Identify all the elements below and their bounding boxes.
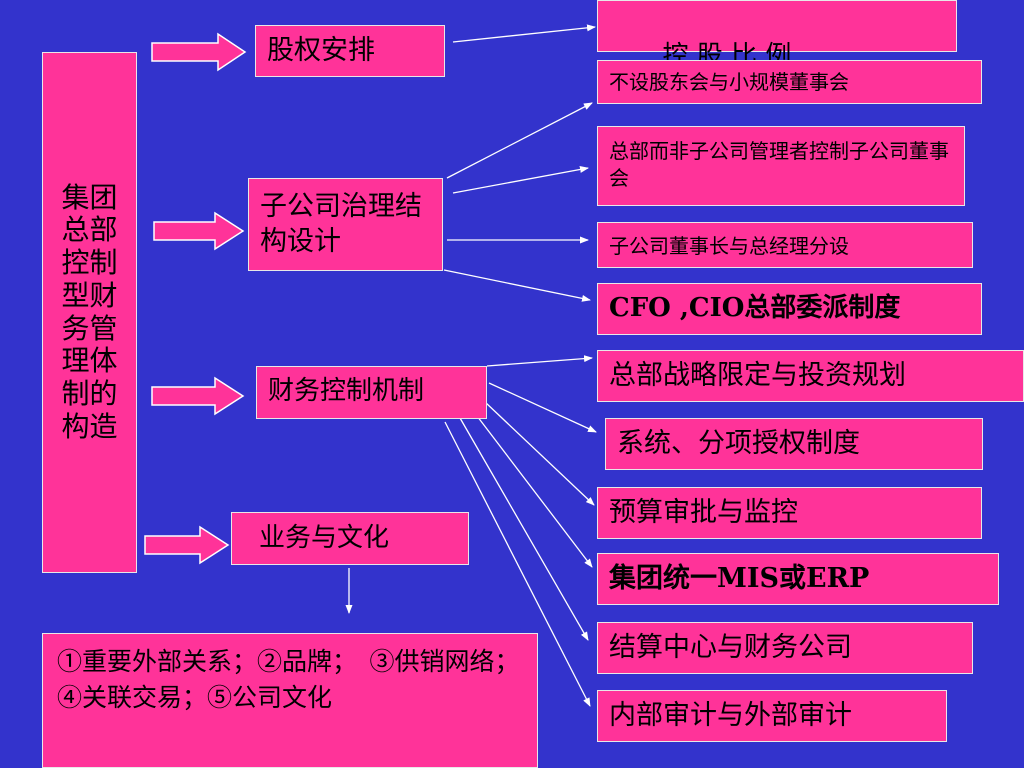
category-governance-label: 子公司治理结构设计 <box>260 191 422 258</box>
category-equity-box: 股权安排 <box>255 25 445 77</box>
block-arrow-business <box>144 525 230 565</box>
governance-item-1-label: 不设股东会与小规模董事会 <box>609 70 849 94</box>
category-finance-box: 财务控制机制 <box>256 366 487 419</box>
governance-item-4-label: CFO ,CIO总部委派制度 <box>609 293 901 323</box>
category-business-label: 业务与文化 <box>259 523 390 553</box>
block-arrow-governance <box>153 211 245 251</box>
finance-item-5-label: 结算中心与财务公司 <box>609 632 852 663</box>
governance-item-3-label: 子公司董事长与总经理分设 <box>609 234 849 258</box>
connector-governance-4 <box>443 269 591 302</box>
finance-item-4: 集团统一MIS或ERP <box>597 553 999 605</box>
block-arrow-finance <box>151 376 245 416</box>
category-governance-box: 子公司治理结构设计 <box>248 178 443 271</box>
finance-item-6: 内部审计与外部审计 <box>597 690 947 742</box>
finance-item-3-label: 预算审批与监控 <box>609 497 798 528</box>
governance-item-1: 不设股东会与小规模董事会 <box>597 60 982 104</box>
governance-item-2: 总部而非子公司管理者控制子公司董事会 <box>597 126 965 206</box>
connector-finance-4 <box>473 411 593 568</box>
connector-finance-3 <box>484 401 595 506</box>
finance-item-2-label: 系统、分项授权制度 <box>617 428 860 459</box>
category-finance-label: 财务控制机制 <box>268 376 425 406</box>
category-business-box: 业务与文化 <box>231 512 469 565</box>
category-equity-label: 股权安排 <box>267 35 375 66</box>
finance-item-3: 预算审批与监控 <box>597 487 982 539</box>
finance-item-6-label: 内部审计与外部审计 <box>609 700 852 731</box>
connector-finance-5 <box>459 417 589 641</box>
business-detail-text: ①重要外部关系；②品牌； ③供销网络； ④关联交易；⑤公司文化 <box>57 647 533 713</box>
block-arrow-equity <box>151 32 247 72</box>
left-title-box: 集团总部控制型财务管理体制的构造 <box>42 52 137 573</box>
finance-item-2: 系统、分项授权制度 <box>605 418 983 470</box>
governance-item-2-label: 总部而非子公司管理者控制子公司董事会 <box>609 139 949 190</box>
business-detail-box: ①重要外部关系；②品牌； ③供销网络； ④关联交易；⑤公司文化 <box>42 633 538 768</box>
governance-item-4: CFO ,CIO总部委派制度 <box>597 283 982 335</box>
connector-governance-1 <box>446 102 593 179</box>
connector-finance-1 <box>486 355 593 367</box>
finance-item-1-label: 总部战略限定与投资规划 <box>609 360 906 391</box>
connector-finance-2 <box>488 382 597 433</box>
finance-item-5: 结算中心与财务公司 <box>597 622 973 674</box>
connector-governance-2 <box>452 166 589 194</box>
holding-ratio-box: 控 股 比 例 <box>597 0 957 71</box>
finance-item-4-label: 集团统一MIS或ERP <box>609 563 870 594</box>
left-title-text: 集团总部控制型财务管理体制的构造 <box>61 180 118 443</box>
finance-item-1: 总部战略限定与投资规划 <box>597 350 1024 402</box>
connector-finance-6 <box>444 421 591 707</box>
governance-item-3: 子公司董事长与总经理分设 <box>597 222 973 268</box>
connector-equity-ratio <box>452 24 596 43</box>
